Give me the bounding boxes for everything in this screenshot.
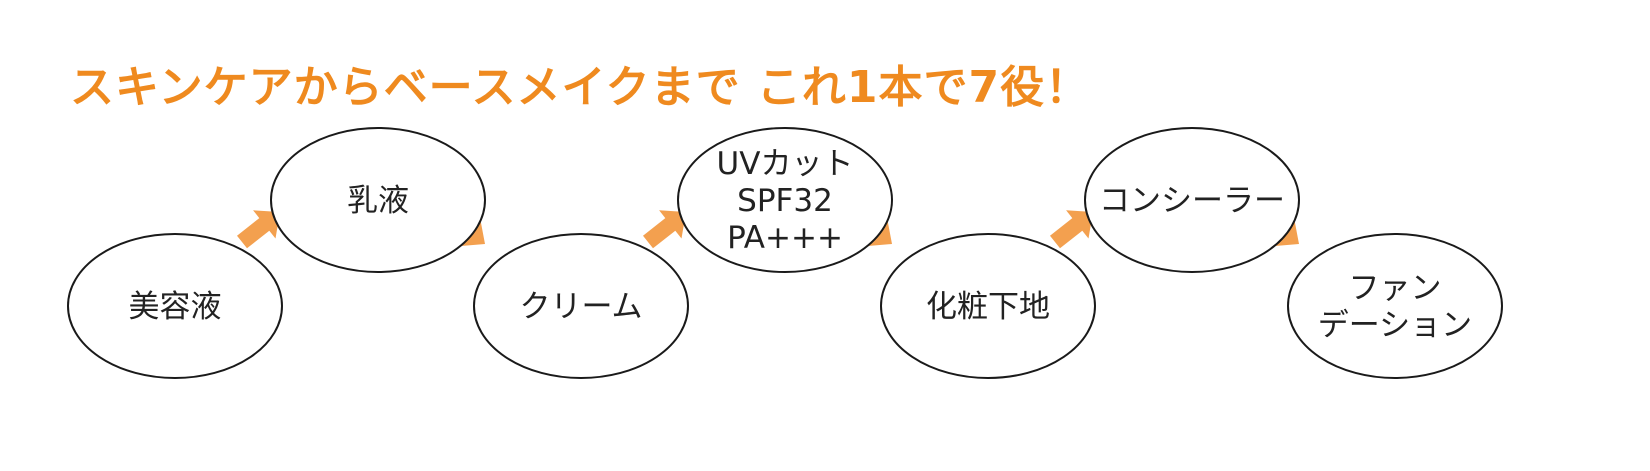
node-label-line: 化粧下地 xyxy=(926,289,1050,325)
node-label-line: PA+++ xyxy=(727,220,843,256)
node-label-line: UVカット xyxy=(717,146,854,182)
node-label-line: SPF32 xyxy=(737,183,833,219)
node-label-line: デーション xyxy=(1318,308,1472,344)
node-cream: クリーム xyxy=(473,233,689,379)
node-label-line: クリーム xyxy=(519,289,642,325)
node-emulsion: 乳液 xyxy=(270,127,486,273)
node-concealer: コンシーラー xyxy=(1084,127,1300,273)
node-ellipse xyxy=(473,233,689,379)
node-ellipse xyxy=(677,127,893,273)
flow-arrow xyxy=(237,210,280,249)
node-label-line: 美容液 xyxy=(129,289,222,325)
node-ellipse xyxy=(1287,233,1503,379)
headline: スキンケアからベースメイクまで これ1本で7役！ xyxy=(70,62,1091,113)
node-label-line: ファン xyxy=(1349,271,1442,307)
nodes-layer: 美容液乳液クリームUVカットSPF32PA+++化粧下地コンシーラーファンデーシ… xyxy=(67,127,1503,379)
node-ellipse xyxy=(67,233,283,379)
node-label-line: 乳液 xyxy=(347,183,409,219)
flow-arrow xyxy=(643,210,686,249)
node-ellipse xyxy=(270,127,486,273)
node-label-line: コンシーラー xyxy=(1099,183,1285,219)
node-ellipse xyxy=(880,233,1096,379)
flow-arrow xyxy=(1050,210,1093,249)
node-makeup-base: 化粧下地 xyxy=(880,233,1096,379)
node-ellipse xyxy=(1084,127,1300,273)
node-serum: 美容液 xyxy=(67,233,283,379)
